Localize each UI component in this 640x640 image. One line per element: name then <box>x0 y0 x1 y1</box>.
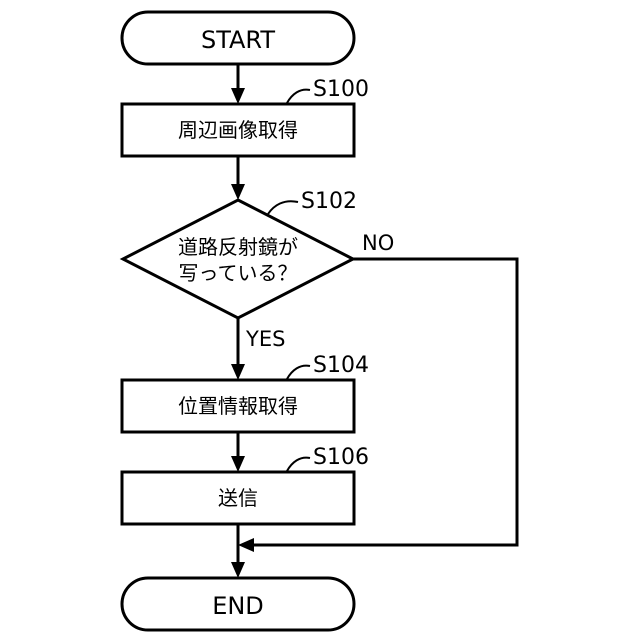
process-text-s106: 送信 <box>218 486 258 510</box>
yes-label: YES <box>245 327 285 351</box>
process-text-s104: 位置情報取得 <box>178 394 298 418</box>
step-id-s102: S102 <box>301 189 357 214</box>
leader-s104 <box>287 366 310 379</box>
step-id-s104: S104 <box>313 353 369 378</box>
leader-s100 <box>287 90 310 103</box>
step-id-s100: S100 <box>313 77 369 102</box>
arrow-s100-s102 <box>231 184 245 200</box>
no-label: NO <box>362 231 394 255</box>
decision-diamond-s102 <box>123 200 353 318</box>
arrow-no-branch <box>238 538 254 552</box>
arrow-s104-s106 <box>231 456 245 472</box>
decision-text-line1: 道路反射鏡が <box>178 235 298 259</box>
start-label: START <box>201 26 275 54</box>
decision-text-line2: 写っている？ <box>179 261 298 285</box>
arrow-start-s100 <box>231 88 245 104</box>
end-label: END <box>212 592 264 620</box>
process-text-s100: 周辺画像取得 <box>178 118 298 142</box>
arrow-s102-s104 <box>231 364 245 380</box>
leader-s106 <box>287 458 310 471</box>
arrow-s106-end <box>231 562 245 578</box>
step-id-s106: S106 <box>313 445 369 470</box>
leader-s102 <box>268 201 298 214</box>
